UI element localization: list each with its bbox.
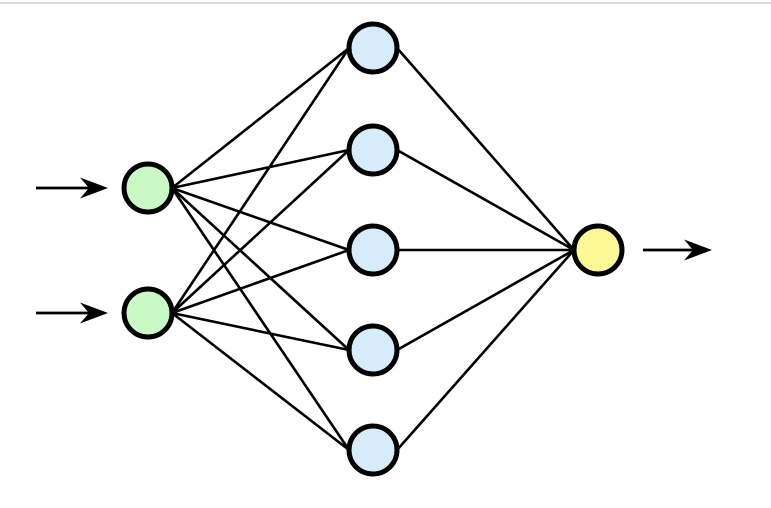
edge-hidden-2-to-output-1	[395, 148, 576, 252]
input-arrow-2-head-icon	[80, 302, 108, 324]
node-hidden-4	[346, 323, 400, 377]
edge-input-1-to-hidden-1	[170, 46, 351, 190]
node-input-1	[121, 161, 175, 215]
edge-input-2-to-hidden-2	[170, 148, 351, 315]
node-output-1	[571, 223, 625, 277]
edge-input-2-to-hidden-1	[170, 46, 351, 315]
edge-input-1-to-hidden-4	[170, 186, 351, 352]
node-hidden-1	[346, 21, 400, 75]
edge-input-2-to-hidden-5	[170, 311, 351, 452]
top-divider	[0, 2, 771, 4]
edge-input-2-to-hidden-4	[170, 311, 351, 352]
node-input-2	[121, 286, 175, 340]
input-arrow-1-head-icon	[80, 177, 108, 199]
output-arrow-head-icon	[684, 239, 712, 261]
edge-hidden-4-to-output-1	[395, 248, 576, 352]
node-hidden-5	[346, 423, 400, 477]
edge-hidden-5-to-output-1	[395, 248, 576, 452]
edge-input-1-to-hidden-2	[170, 148, 351, 190]
node-hidden-2	[346, 123, 400, 177]
edge-hidden-1-to-output-1	[395, 46, 576, 252]
edge-input-1-to-hidden-5	[170, 186, 351, 452]
node-hidden-3	[346, 223, 400, 277]
edge-input-1-to-hidden-3	[170, 186, 351, 252]
edge-input-2-to-hidden-3	[170, 248, 351, 315]
